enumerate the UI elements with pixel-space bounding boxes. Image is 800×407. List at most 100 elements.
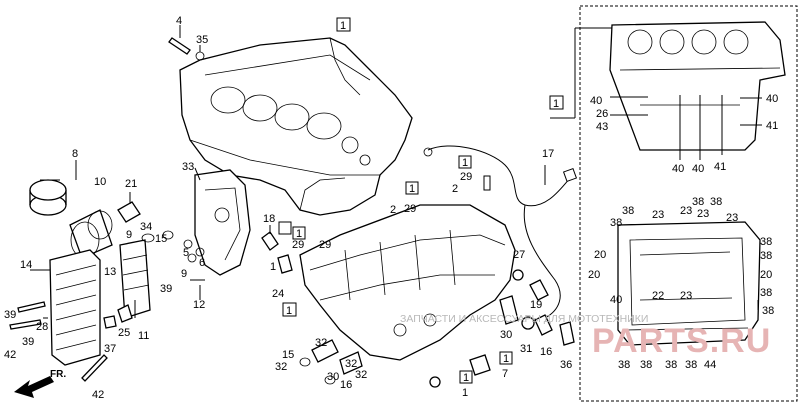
label-38g: 38	[760, 287, 772, 299]
label-38f: 38	[760, 250, 772, 262]
label-1: 1	[340, 20, 346, 32]
label-23c: 23	[697, 208, 709, 220]
label-23a: 23	[652, 209, 664, 221]
label-38c: 38	[692, 196, 704, 208]
label-40d: 40	[692, 163, 704, 175]
label-1j: 1	[553, 98, 559, 110]
label-20c: 20	[760, 269, 772, 281]
label-9: 9	[126, 229, 132, 241]
label-31: 31	[520, 343, 532, 355]
leader-lines	[30, 25, 762, 319]
label-37: 37	[104, 343, 116, 355]
label-1j-box	[549, 95, 564, 110]
label-16b: 16	[340, 379, 352, 391]
breather-housing	[194, 169, 251, 276]
label-38a: 38	[622, 205, 634, 217]
label-38e: 38	[760, 236, 772, 248]
label-1f: 1	[409, 183, 415, 195]
label-32c: 32	[345, 358, 357, 370]
front-direction-label: FR.	[50, 369, 66, 380]
label-13: 13	[104, 266, 116, 278]
label-44: 44	[704, 359, 716, 371]
label-1d-text: 1	[270, 261, 276, 273]
label-43: 43	[596, 121, 608, 133]
label-32d: 32	[355, 369, 367, 381]
label-29a: 29	[292, 239, 304, 251]
label-16a: 16	[540, 346, 552, 358]
label-1e-box	[282, 302, 297, 317]
label-39c: 39	[22, 336, 34, 348]
inset-detail-box	[579, 5, 798, 402]
label-2b: 2	[452, 183, 458, 195]
label-32a: 32	[315, 337, 327, 349]
oil-cooler-element	[119, 239, 151, 319]
label-42a: 42	[4, 349, 16, 361]
label-6: 6	[199, 257, 205, 269]
front-direction-arrow: FR.	[14, 369, 66, 398]
label-19: 19	[530, 299, 542, 311]
label-42b: 42	[92, 389, 104, 401]
lower-crankcase	[299, 204, 516, 361]
oil-cooler	[49, 249, 101, 366]
label-26: 26	[596, 108, 608, 120]
label-28: 28	[36, 321, 48, 333]
label-1g: 1	[462, 157, 468, 169]
label-39a: 39	[160, 283, 172, 295]
label-21: 21	[125, 178, 137, 190]
label-23b: 23	[680, 205, 692, 217]
label-23d: 23	[726, 212, 738, 224]
label-11: 11	[138, 330, 149, 342]
label-38k: 38	[665, 359, 677, 371]
label-14: 14	[20, 259, 32, 271]
label-20b: 20	[588, 269, 600, 281]
label-1c: 1	[296, 228, 302, 240]
label-1c-box	[292, 226, 306, 240]
label-15b: 15	[282, 349, 294, 361]
label-38i: 38	[618, 359, 630, 371]
label-36: 36	[560, 359, 572, 371]
label-12: 12	[193, 299, 205, 311]
label-32b: 32	[275, 361, 287, 373]
label-20a: 20	[594, 249, 606, 261]
label-40b: 40	[766, 93, 778, 105]
label-8: 8	[72, 148, 78, 160]
label-27: 27	[513, 249, 525, 261]
label-39b: 39	[4, 309, 16, 321]
label-3: 1	[462, 387, 468, 399]
oil-filter	[29, 179, 113, 259]
label-18: 18	[263, 213, 275, 225]
label-34: 34	[140, 221, 152, 233]
wire-harness	[423, 145, 578, 319]
label-38d: 38	[710, 196, 722, 208]
label-38h: 38	[762, 305, 774, 317]
label-38b: 38	[610, 217, 622, 229]
label-1g-box	[458, 155, 472, 169]
label-30: 30	[500, 329, 512, 341]
watermark-brand: PARTS.RU	[592, 322, 771, 360]
label-1f-box	[405, 181, 419, 195]
label-29d: 29	[460, 171, 472, 183]
label-29c: 29	[404, 203, 416, 215]
label-10: 10	[94, 176, 106, 188]
label-2a: 2	[390, 204, 396, 216]
label-38j: 38	[640, 359, 652, 371]
label-30b: 30	[327, 371, 339, 383]
label-29b: 29	[319, 239, 331, 251]
label-40c: 40	[672, 163, 684, 175]
small-parts	[9, 37, 575, 388]
label-1h: 1	[503, 353, 509, 365]
watermark-text: ЗАПЧАСТИ И АКСЕССУАРЫ ДЛЯ МОТОТЕХНИКИ	[400, 313, 648, 325]
label-40e: 40	[610, 294, 622, 306]
label-41b: 41	[714, 161, 726, 173]
label-15a: 15	[155, 233, 167, 245]
label-1h-box	[499, 351, 513, 365]
label-1b-box	[278, 221, 292, 235]
label-33: 33	[182, 161, 194, 173]
label-7: 7	[502, 368, 508, 380]
label-24: 24	[272, 288, 284, 300]
label-4: 4	[176, 15, 182, 27]
label-9b: 9	[181, 268, 187, 280]
part-labels: 4 35 1 8 10 21 33 34 9 15 5 6 9 39 12 18…	[4, 15, 778, 401]
label-25: 25	[118, 327, 130, 339]
